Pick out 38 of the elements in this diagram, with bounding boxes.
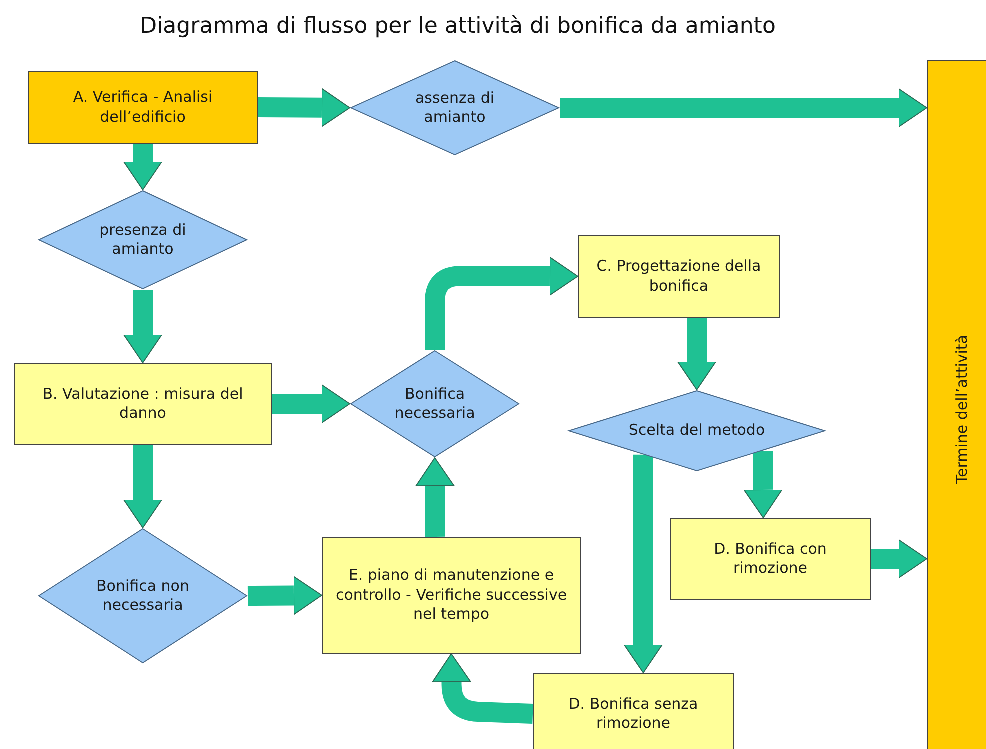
node-text: D. Bonifica senza rimozione xyxy=(568,694,700,734)
block-arrow xyxy=(124,144,162,190)
block-arrow xyxy=(871,540,928,578)
process-box xyxy=(322,537,581,654)
node-text: Bonifica necessaria xyxy=(394,384,476,424)
decision-diamond xyxy=(38,528,248,664)
decision-diamond xyxy=(568,390,826,472)
decision-diamond xyxy=(350,350,520,458)
decision-diamond xyxy=(38,190,248,290)
decision-diamond xyxy=(350,60,560,156)
node-text: Scelta del metodo xyxy=(628,421,766,441)
node-text: Termine dell’attività xyxy=(952,335,972,485)
node-text: D. Bonifica con rimozione xyxy=(713,540,828,578)
node-text: C. Progettazione della bonifica xyxy=(596,257,762,296)
block-arrow xyxy=(416,458,455,538)
block-arrow xyxy=(624,454,663,674)
block-arrow xyxy=(560,88,928,128)
node-text: E. piano di manutenzione e controllo - Verifiche successive nel tempo xyxy=(334,566,568,625)
process-box xyxy=(14,363,272,445)
process-box xyxy=(28,71,258,144)
node-text: A. Verifica - Analisi dell’edificio xyxy=(72,88,214,127)
process-box xyxy=(533,673,734,749)
node-text: Bonifica non necessaria xyxy=(96,576,190,616)
node-text: assenza di amianto xyxy=(414,88,496,128)
node-text: presenza di amianto xyxy=(98,220,188,260)
block-arrow xyxy=(432,654,534,724)
block-arrow xyxy=(744,450,783,518)
block-arrow xyxy=(124,290,162,364)
block-arrow xyxy=(258,88,350,128)
process-box xyxy=(578,235,780,318)
block-arrow xyxy=(272,384,350,424)
node-text: B. Valutazione : misura del danno xyxy=(42,384,244,424)
block-arrow xyxy=(678,318,716,390)
diagram-title: Diagramma di flusso per le attività di bonifica da amianto xyxy=(139,14,777,39)
block-arrow xyxy=(248,576,322,616)
process-box xyxy=(670,518,871,600)
block-arrow xyxy=(124,445,162,528)
end-bar xyxy=(927,60,986,749)
